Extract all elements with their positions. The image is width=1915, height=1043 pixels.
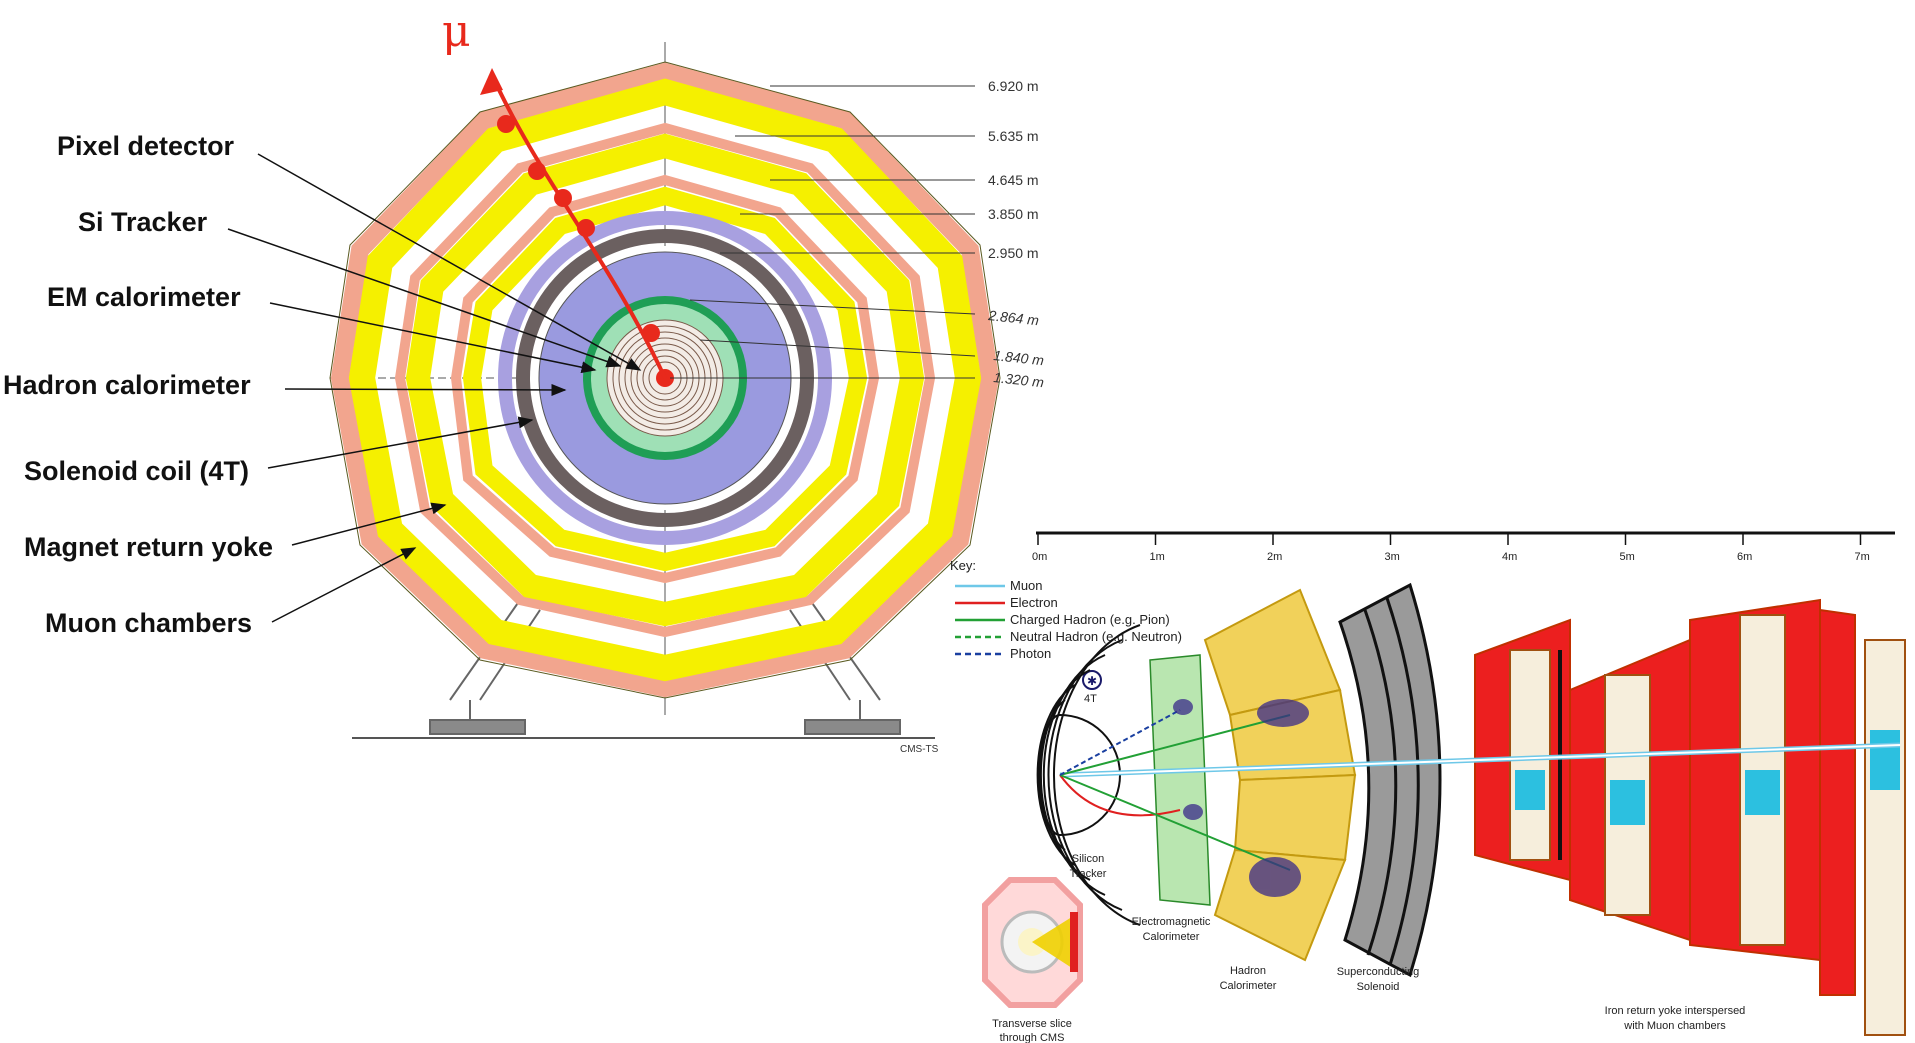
label-solenoid-2: Solenoid bbox=[1357, 981, 1400, 993]
svg-text:✱: ✱ bbox=[1087, 674, 1097, 688]
return-yoke-inner bbox=[462, 186, 868, 572]
dim-1840: 1.840 m bbox=[993, 347, 1045, 368]
scale-tick-label: 6m bbox=[1737, 551, 1752, 563]
scale-bar: 0m 1m 2m 3m 4m 5m 6m 7m bbox=[1032, 531, 1895, 563]
label-ecal-2: Calorimeter bbox=[1143, 931, 1200, 943]
transverse-slice-thumbnail bbox=[982, 877, 1083, 1008]
dim-5635: 5.635 m bbox=[988, 128, 1039, 144]
footer-tag: CMS-TS bbox=[900, 744, 939, 755]
label-ecal-1: Electromagnetic bbox=[1132, 916, 1211, 928]
label-si-tracker: Si Tracker bbox=[78, 207, 208, 237]
scale-tick-label: 7m bbox=[1855, 551, 1870, 563]
label-hcal-2: Calorimeter bbox=[1220, 980, 1277, 992]
iron-return-yoke bbox=[1474, 598, 1906, 1036]
dim-4645: 4.645 m bbox=[988, 172, 1039, 188]
silicon-tracker-arcs bbox=[1036, 624, 1141, 926]
label-silicon-tracker-1: Silicon bbox=[1072, 853, 1104, 865]
label-em-calorimeter: EM calorimeter bbox=[47, 282, 241, 312]
label-solenoid-coil: Solenoid coil (4T) bbox=[24, 456, 249, 486]
scale-tick-label: 0m bbox=[1032, 551, 1047, 563]
muon-chamber-1 bbox=[1509, 649, 1551, 861]
return-yoke-layer-2 bbox=[394, 122, 936, 638]
label-muon-chambers: Muon chambers bbox=[45, 608, 252, 638]
scale-tick-label: 3m bbox=[1385, 551, 1400, 563]
return-yoke-layer-3 bbox=[450, 174, 880, 584]
label-slice-1: Transverse slice bbox=[992, 1018, 1072, 1030]
scale-tick-label: 4m bbox=[1502, 551, 1517, 563]
particle-tracks bbox=[1059, 709, 1901, 871]
legend-item-label: Electron bbox=[1010, 595, 1058, 610]
legend-item-label: Neutral Hadron (e.g. Neutron) bbox=[1010, 629, 1182, 644]
energy-deposits bbox=[1173, 699, 1309, 897]
legend-item-label: Photon bbox=[1010, 646, 1051, 661]
yoke-edge bbox=[329, 61, 1001, 699]
scale-tick-label: 1m bbox=[1150, 551, 1165, 563]
label-yoke-2: with Muon chambers bbox=[1623, 1020, 1726, 1032]
return-yoke-middle bbox=[405, 133, 925, 627]
muon-symbol: μ bbox=[442, 6, 471, 57]
legend-title: Key: bbox=[950, 558, 976, 573]
return-yoke-outer bbox=[348, 78, 982, 682]
muon-chamber-4 bbox=[1864, 639, 1906, 1036]
label-pixel-detector: Pixel detector bbox=[57, 131, 235, 161]
label-slice-2: through CMS bbox=[1000, 1032, 1065, 1043]
cms-cross-section: μ 6.920 m 5.635 m 4.645 m 3.850 m 2.950 … bbox=[3, 6, 1045, 755]
superconducting-solenoid bbox=[1338, 582, 1442, 978]
label-magnet-return-yoke: Magnet return yoke bbox=[24, 532, 273, 562]
muon-chamber-outer bbox=[330, 62, 1000, 698]
label-solenoid-1: Superconducting bbox=[1337, 966, 1420, 978]
label-yoke-1: Iron return yoke interspersed bbox=[1605, 1005, 1746, 1017]
hcal-block-3 bbox=[1233, 773, 1357, 862]
cms-slice-schematic: 0m 1m 2m 3m 4m 5m 6m 7m Key: MuonElectronCharge… bbox=[950, 531, 1906, 1043]
label-silicon-tracker-2: Tracker bbox=[1070, 868, 1107, 880]
scale-tick-label: 5m bbox=[1620, 551, 1635, 563]
dim-6920: 6.920 m bbox=[988, 78, 1039, 94]
dimension-lines bbox=[670, 85, 976, 379]
label-hcal-1: Hadron bbox=[1230, 965, 1266, 977]
hcal-block-4 bbox=[1213, 848, 1347, 962]
scale-tick-label: 2m bbox=[1267, 551, 1282, 563]
ecal-wedge bbox=[1149, 654, 1211, 906]
dim-1320: 1.320 m bbox=[993, 369, 1045, 390]
legend-item-label: Muon bbox=[1010, 578, 1043, 593]
dim-2950: 2.950 m bbox=[988, 245, 1039, 261]
label-hadron-calorimeter: Hadron calorimeter bbox=[3, 370, 251, 400]
legend-item-label: Charged Hadron (e.g. Pion) bbox=[1010, 612, 1170, 627]
dim-2864: 2.864 m bbox=[987, 307, 1040, 328]
muon-track bbox=[480, 68, 667, 379]
field-4t-icon: ✱ bbox=[1082, 670, 1102, 690]
dim-3850: 3.850 m bbox=[988, 206, 1039, 222]
field-4t-label: 4T bbox=[1084, 693, 1097, 705]
